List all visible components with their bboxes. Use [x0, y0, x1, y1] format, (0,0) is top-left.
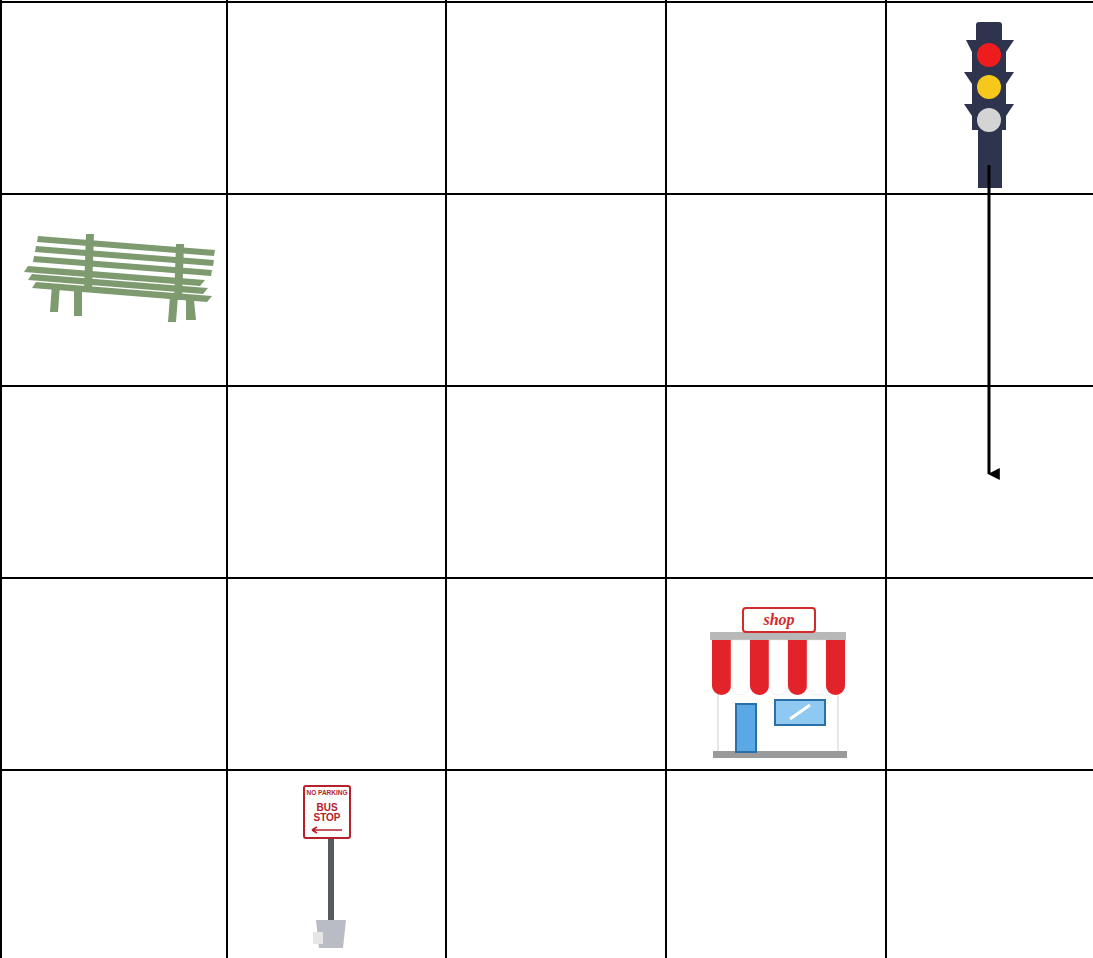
shop-building [710, 608, 847, 758]
sign-text: NO PARKING [305, 788, 349, 798]
shop-sign-text: shop [744, 609, 814, 631]
park-bench [24, 234, 215, 322]
bus-stop-sign [304, 786, 350, 948]
traffic-light [964, 22, 1014, 188]
direction-arrow [988, 165, 991, 474]
sign-text: BUS STOP [312, 799, 342, 827]
